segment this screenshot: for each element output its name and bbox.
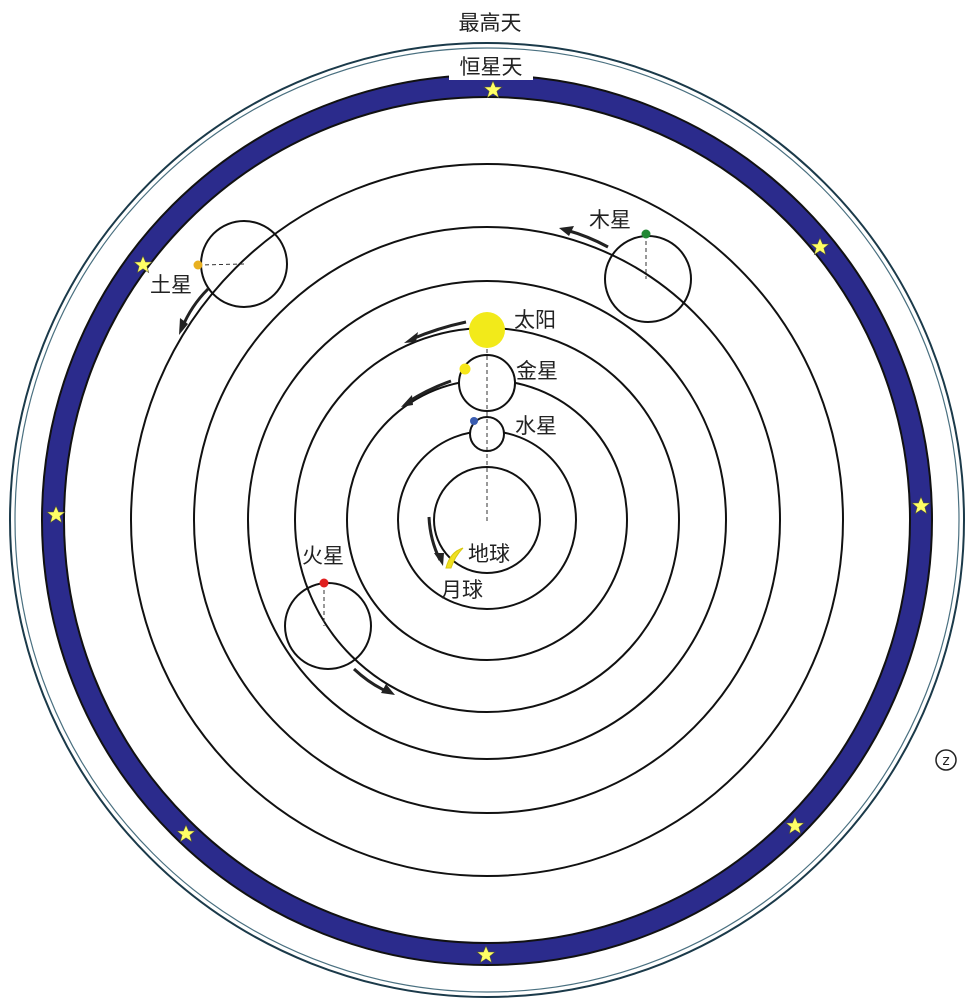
corner-mark-letter: z bbox=[942, 753, 949, 769]
saturn-dot bbox=[193, 260, 203, 270]
fixed-star-band-inner-edge bbox=[63, 96, 911, 944]
arrowheads bbox=[179, 226, 574, 695]
fixed-stars bbox=[46, 80, 931, 964]
star-icon bbox=[176, 824, 196, 843]
label-mars: 火星 bbox=[302, 544, 344, 568]
label-fixed-stars: 恒星天 bbox=[460, 55, 523, 79]
empyrean-inner-ring bbox=[14, 47, 960, 993]
epicycle-venus bbox=[458, 354, 516, 412]
label-earth: 地球 bbox=[468, 542, 510, 566]
venus-dot bbox=[459, 363, 471, 375]
arrowhead-sun bbox=[404, 332, 418, 343]
star-icon bbox=[133, 255, 153, 274]
label-sun: 太阳 bbox=[514, 308, 556, 332]
empyrean-outer-ring bbox=[9, 42, 965, 998]
orbit-mars bbox=[247, 280, 727, 760]
star-icon bbox=[810, 237, 830, 256]
jupiter-dot bbox=[641, 229, 651, 239]
label-jupiter: 木星 bbox=[589, 208, 631, 232]
orbit-moon bbox=[433, 466, 541, 574]
star-icon bbox=[483, 80, 503, 99]
label-empyrean: 最高天 bbox=[459, 11, 522, 35]
epicycle-jupiter bbox=[604, 235, 692, 323]
arrowhead-moon bbox=[434, 553, 444, 566]
mercury-dot bbox=[470, 417, 478, 425]
arrowhead-jupiter bbox=[559, 226, 574, 236]
label-venus: 金星 bbox=[516, 359, 558, 383]
orbit-jupiter bbox=[193, 226, 781, 814]
star-icon bbox=[46, 505, 66, 524]
saturn-radius-dashed bbox=[197, 263, 245, 266]
orbit-saturn bbox=[130, 163, 844, 877]
corner-mark-circle bbox=[935, 749, 957, 771]
mars-dot bbox=[319, 578, 329, 588]
star-icon bbox=[476, 945, 496, 964]
label-moon: 月球 bbox=[441, 578, 483, 602]
fixed-stars-label-bg bbox=[449, 52, 533, 80]
label-saturn: 土星 bbox=[150, 273, 192, 297]
star-icon bbox=[911, 496, 931, 515]
arrowhead-venus bbox=[401, 395, 413, 407]
empyrean-label-bg bbox=[447, 6, 533, 36]
arrowhead-saturn bbox=[179, 318, 188, 335]
sun-disc bbox=[469, 312, 505, 348]
crescent-moon-icon bbox=[445, 547, 464, 569]
star-icon bbox=[785, 816, 805, 835]
label-mercury: 水星 bbox=[515, 414, 557, 438]
arrowhead-mars bbox=[381, 684, 395, 695]
arrow-venus-motion bbox=[407, 379, 452, 404]
